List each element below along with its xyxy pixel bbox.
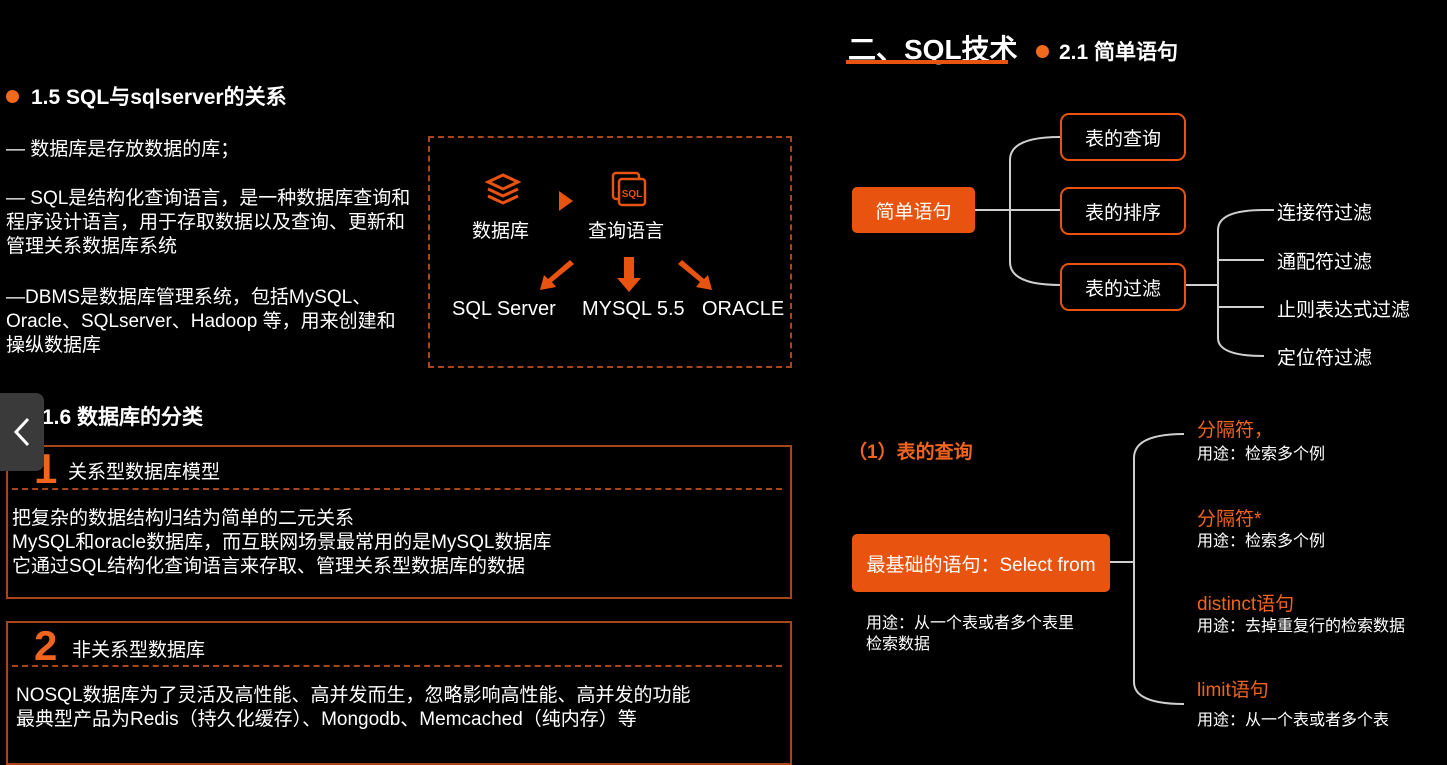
chevron-left-icon <box>13 417 30 447</box>
tree-root-simple-statement: 简单语句 <box>852 187 975 233</box>
card-title-nonrelational: 非关系型数据库 <box>72 640 206 661</box>
tree2-root-desc: 检索数据 <box>866 636 931 653</box>
branch-title: limit语句 <box>1197 680 1269 701</box>
subsection-title: 2.1 简单语句 <box>1059 41 1179 64</box>
card-line: 最典型产品为Redis（持久化缓存）、Mongodb、Memcached（纯内存… <box>16 709 637 730</box>
tree-node-table-sort: 表的排序 <box>1060 187 1186 235</box>
sql-relation-diagram: 数据库 SQL 查询语言 SQL Server MYSQL 5.5 ORACLE <box>428 136 792 368</box>
section-1-5-heading: 1.5 SQL与sqlserver的关系 <box>6 81 287 111</box>
tree2-label: （1）表的查询 <box>848 442 973 463</box>
product-sql-server: SQL Server <box>452 298 556 320</box>
card-divider <box>12 665 782 667</box>
arrow-down-left-icon <box>540 260 574 290</box>
paragraph-sql-definition: — SQL是结构化查询语言，是一种数据库查询和程序设计语言，用于存取数据以及查询… <box>6 188 411 257</box>
filter-leaf: 通配符过滤 <box>1277 252 1373 273</box>
tree2-root-select-from: 最基础的语句：Select from <box>852 534 1110 592</box>
branch-desc: 用途：去掉重复行的检索数据 <box>1197 618 1406 635</box>
subsection-heading: 2.1 简单语句 <box>1036 36 1178 66</box>
paragraph-dbms-definition: —DBMS是数据库管理系统，包括MySQL、Oracle、SQLserver、H… <box>6 287 396 356</box>
card-line: 它通过SQL结构化查询语言来存取、管理关系型数据库的数据 <box>12 556 526 577</box>
chapter-title: 二、SQL技术 <box>848 34 1018 65</box>
card-title-relational: 关系型数据库模型 <box>68 462 221 483</box>
card-relational-db: 1 关系型数据库模型 把复杂的数据结构归结为简单的二元关系 MySQL和orac… <box>6 445 792 599</box>
card-divider <box>12 488 782 490</box>
card-line: MySQL和oracle数据库，而互联网场景最常用的是MySQL数据库 <box>12 532 552 553</box>
filter-leaf: 连接符过滤 <box>1277 203 1373 224</box>
branch-title: distinct语句 <box>1197 594 1295 615</box>
card-line: 把复杂的数据结构归结为简单的二元关系 <box>12 508 355 529</box>
tree-node-table-filter: 表的过滤 <box>1060 263 1186 311</box>
section-1-6-title: 1.6 数据库的分类 <box>42 406 204 429</box>
bullet-dot-icon <box>6 89 19 103</box>
card-nonrelational-db: 2 非关系型数据库 NOSQL数据库为了灵活及高性能、高并发而生，忽略影响高性能… <box>6 621 792 765</box>
chapter-underline <box>846 60 1008 64</box>
branch-desc: 用途：从一个表或者多个表 <box>1197 712 1390 729</box>
branch-desc: 用途：检索多个例 <box>1197 446 1326 463</box>
tree-connectors <box>974 136 1274 357</box>
filter-leaf: 定位符过滤 <box>1277 348 1373 369</box>
card-line: NOSQL数据库为了灵活及高性能、高并发而生，忽略影响高性能、高并发的功能 <box>16 685 691 706</box>
sql-file-icon: SQL <box>611 171 647 207</box>
product-mysql: MYSQL 5.5 <box>582 298 685 320</box>
prev-slide-button[interactable] <box>0 393 44 471</box>
card-number-2: 2 <box>34 622 58 669</box>
branch-desc: 用途：检索多个例 <box>1197 533 1326 550</box>
layers-icon <box>484 173 522 205</box>
branch-title: 分隔符， <box>1197 420 1274 441</box>
arrow-right-icon <box>559 191 573 211</box>
filter-leaf: 止则表达式过滤 <box>1277 300 1411 321</box>
tree2-connectors <box>1110 433 1185 705</box>
section-1-5-title: 1.5 SQL与sqlserver的关系 <box>31 86 287 109</box>
paragraph-db-definition: — 数据库是存放数据的库； <box>6 139 240 160</box>
db-label: 数据库 <box>472 221 530 242</box>
query-language-label: 查询语言 <box>588 221 665 242</box>
tree2-root-desc: 用途：从一个表或者多个表里 <box>866 615 1075 632</box>
branch-title: 分隔符* <box>1197 509 1262 530</box>
arrow-down-right-icon <box>678 260 712 290</box>
tree-node-table-query: 表的查询 <box>1060 113 1186 161</box>
arrow-down-icon <box>617 257 641 292</box>
product-oracle: ORACLE <box>702 298 785 320</box>
sql-badge-text: SQL <box>622 189 643 200</box>
bullet-dot-icon <box>1036 44 1049 58</box>
